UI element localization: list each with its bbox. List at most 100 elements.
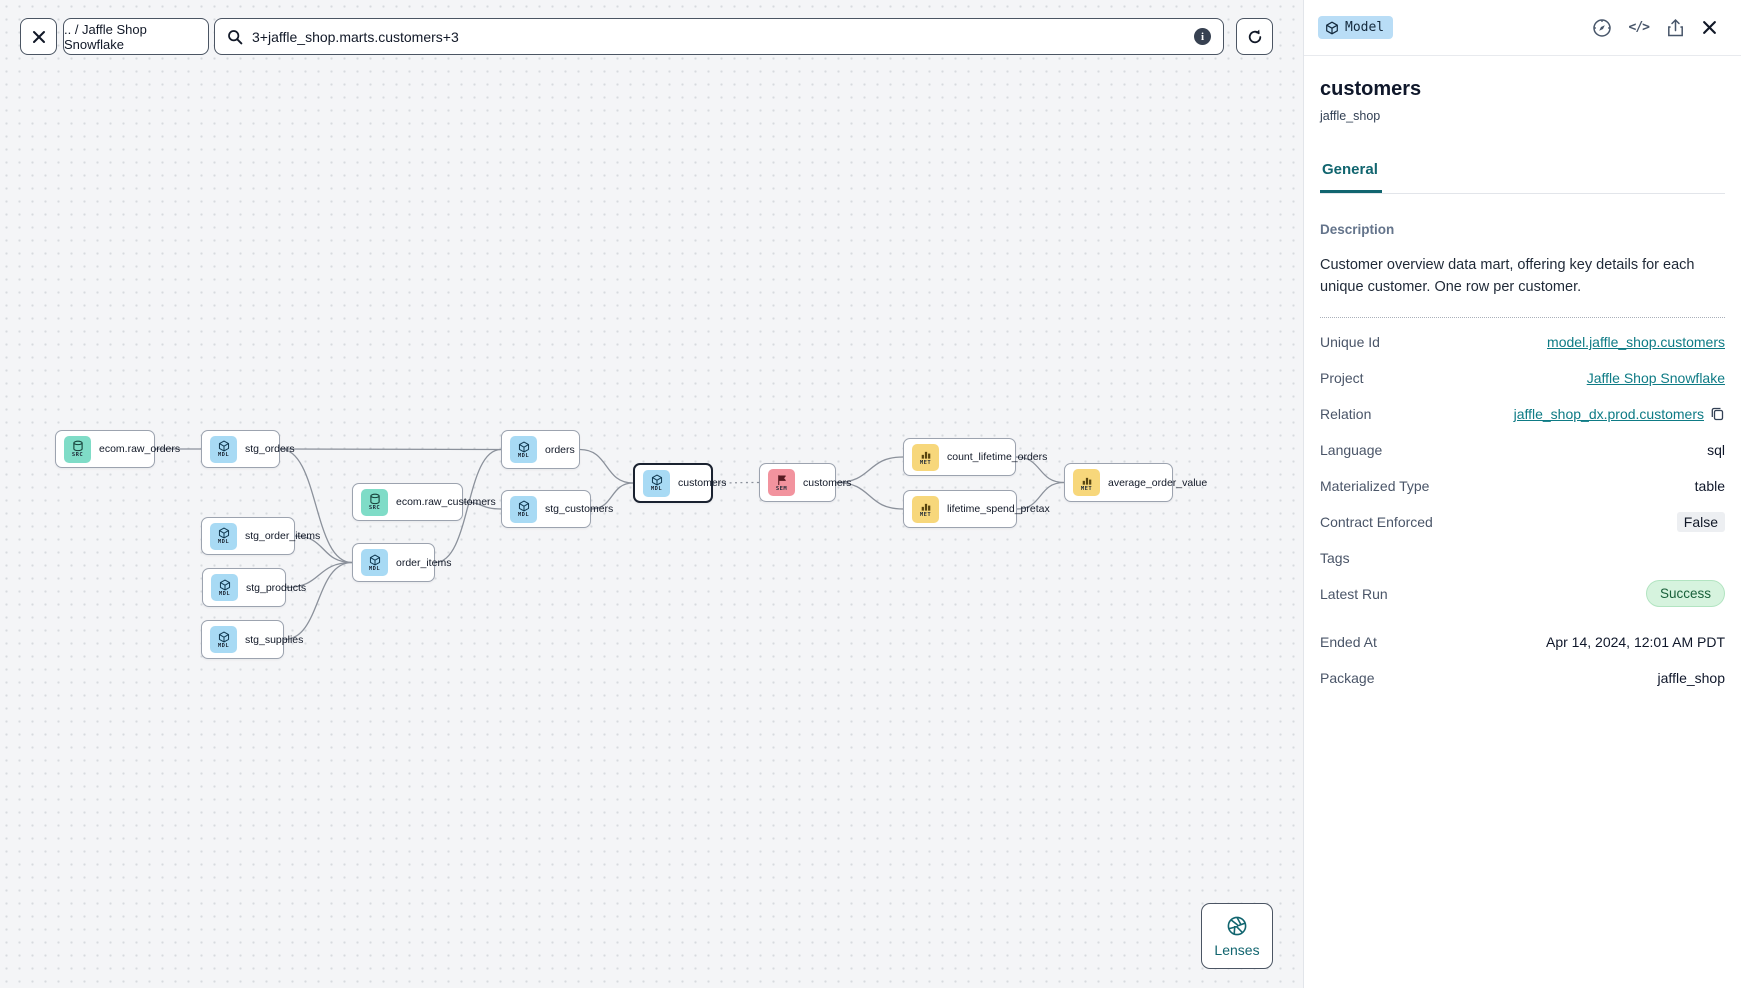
edge-customers_sem-to-count_lifetime_orders xyxy=(835,456,904,484)
field-value: table xyxy=(1694,477,1725,494)
node-label: average_order_value xyxy=(1108,476,1208,489)
field-row-relation: Relation jaffle_shop_dx.prod.customers xyxy=(1320,396,1725,432)
field-value: jaffle_shop xyxy=(1657,669,1725,686)
node-label: stg_supplies xyxy=(245,633,304,646)
page-title: customers xyxy=(1320,78,1422,100)
field-value-link[interactable]: jaffle_shop_dx.prod.customers xyxy=(1513,405,1704,422)
field-row-materialized-type: Materialized Type table xyxy=(1320,468,1725,504)
graph-node-count_lifetime_orders[interactable]: MET count_lifetime_orders xyxy=(903,438,1047,476)
code-icon[interactable]: </> xyxy=(1628,20,1651,35)
resource-type-badge: Model xyxy=(1318,16,1394,39)
metric-icon: MET xyxy=(1073,469,1100,496)
graph-node-stg_orders[interactable]: MDL stg_orders xyxy=(201,430,295,468)
graph-node-raw_customers[interactable]: SRC ecom.raw_customers xyxy=(352,483,496,521)
field-label: Contract Enforced xyxy=(1320,513,1433,530)
metric-icon: MET xyxy=(912,443,939,471)
field-label: Language xyxy=(1320,441,1383,458)
lenses-label: Lenses xyxy=(1214,941,1260,958)
description-text: Customer overview data mart, offering ke… xyxy=(1320,254,1725,318)
edge-lifetime_spend_pretax-to-average_order_value xyxy=(1016,481,1065,510)
source-icon: SRC xyxy=(361,488,388,516)
field-label: Materialized Type xyxy=(1320,477,1430,494)
field-row-language: Language sql xyxy=(1320,432,1725,468)
close-icon xyxy=(32,30,45,43)
edge-customers-to-customers_sem xyxy=(712,481,760,484)
panel-header: Model </> xyxy=(1304,0,1741,56)
edge-order_items-to-orders xyxy=(434,448,502,564)
node-label: customers xyxy=(803,476,852,489)
search-input[interactable] xyxy=(252,28,1185,45)
breadcrumb[interactable]: .. / Jaffle Shop Snowflake xyxy=(63,18,209,55)
model-icon: MDL xyxy=(211,574,238,601)
field-row-unique-id: Unique Id model.jaffle_shop.customers xyxy=(1320,324,1725,360)
graph-node-customers[interactable]: MDL customers xyxy=(633,463,726,503)
graph-node-orders[interactable]: MDL orders xyxy=(501,430,580,469)
field-label: Unique Id xyxy=(1320,333,1380,350)
field-value: sql xyxy=(1707,441,1725,458)
details-panel: Model </> xyxy=(1303,0,1741,988)
node-label: stg_orders xyxy=(245,443,295,455)
edge-orders-to-customers xyxy=(579,448,634,484)
copy-icon[interactable] xyxy=(1710,406,1725,421)
node-label: lifetime_spend_pretax xyxy=(947,503,1050,515)
node-label: ecom.raw_customers xyxy=(396,496,496,508)
edge-stg_supplies-to-order_items xyxy=(283,561,353,641)
node-label: customers xyxy=(678,477,727,489)
close-panel-icon[interactable] xyxy=(1702,20,1717,35)
info-icon[interactable]: i xyxy=(1194,28,1211,45)
graph-node-average_order_value[interactable]: MET average_order_value xyxy=(1064,463,1207,502)
lineage-edges xyxy=(155,448,1065,641)
edge-stg_customers-to-customers xyxy=(590,482,634,510)
edge-count_lifetime_orders-to-average_order_value xyxy=(1015,456,1065,484)
lineage-search: i xyxy=(214,18,1224,55)
status-badge[interactable]: Success xyxy=(1645,580,1725,608)
model-cube-icon xyxy=(1326,21,1338,34)
node-label: orders xyxy=(545,443,575,456)
tab-general[interactable]: General xyxy=(1320,161,1382,193)
field-value-link[interactable]: model.jaffle_shop.customers xyxy=(1547,333,1725,350)
edge-stg_order_items-to-order_items xyxy=(294,535,353,564)
node-label: stg_customers xyxy=(545,503,614,515)
field-label: Relation xyxy=(1320,405,1372,422)
close-lineage-button[interactable] xyxy=(20,18,57,55)
search-icon xyxy=(228,29,243,44)
field-label: Latest Run xyxy=(1320,585,1388,602)
field-row-latest-run: Latest Run Success xyxy=(1320,576,1725,612)
field-label: Ended At xyxy=(1320,633,1377,650)
edge-raw_customers-to-stg_customers xyxy=(462,501,502,510)
description-label: Description xyxy=(1320,222,1395,237)
resource-type-label: Model xyxy=(1345,20,1385,35)
share-icon[interactable] xyxy=(1666,18,1685,38)
model-icon: MDL xyxy=(510,436,537,463)
refresh-button[interactable] xyxy=(1236,18,1273,55)
edge-stg_products-to-order_items xyxy=(285,561,353,589)
edge-stg_orders-to-orders xyxy=(279,448,502,451)
breadcrumb-label: .. / Jaffle Shop Snowflake xyxy=(64,21,147,52)
field-label: Package xyxy=(1320,669,1375,686)
lenses-button[interactable]: Lenses xyxy=(1201,903,1273,969)
node-label: count_lifetime_orders xyxy=(947,451,1048,463)
field-row-package: Package jaffle_shop xyxy=(1320,660,1725,696)
field-row-tags: Tags xyxy=(1320,540,1725,576)
semantic-model-icon: SEM xyxy=(768,469,795,496)
edge-stg_orders-to-order_items xyxy=(279,448,353,564)
node-label: ecom.raw_orders xyxy=(99,443,181,455)
explore-compass-icon[interactable] xyxy=(1592,18,1612,38)
model-icon: MDL xyxy=(210,435,237,463)
field-label: Tags xyxy=(1320,549,1350,566)
model-icon: MDL xyxy=(643,469,670,497)
model-icon: MDL xyxy=(210,522,237,550)
field-value-link[interactable]: Jaffle Shop Snowflake xyxy=(1586,369,1725,386)
graph-node-customers_sem[interactable]: SEM customers xyxy=(759,463,851,502)
